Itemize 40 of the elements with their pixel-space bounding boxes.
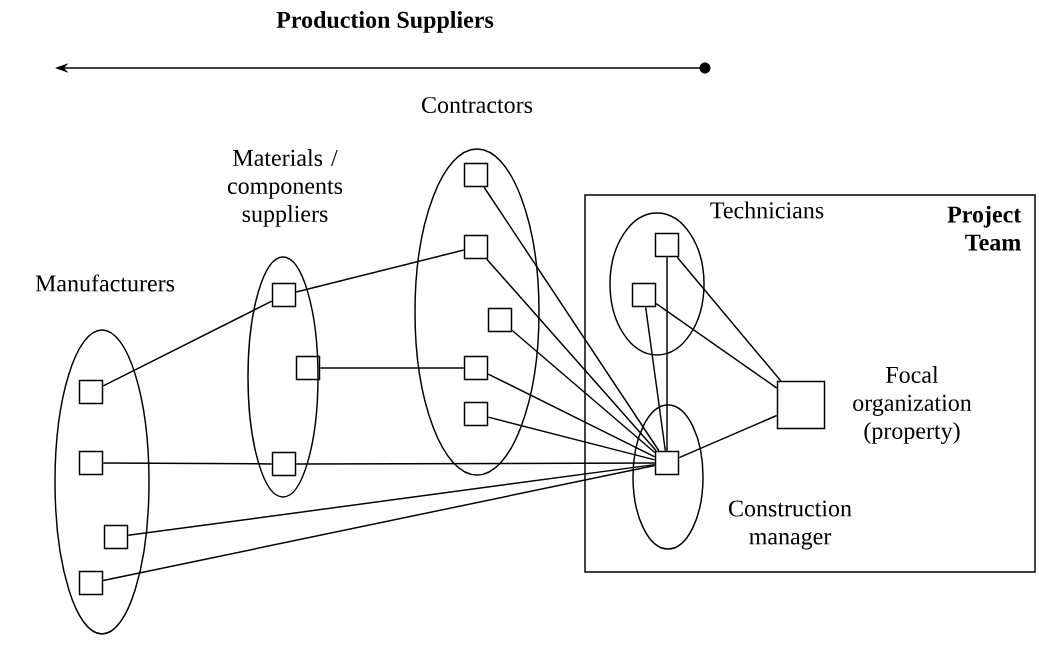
small-square bbox=[271, 282, 297, 308]
connector-line bbox=[487, 373, 656, 458]
small-square bbox=[654, 232, 680, 258]
connector-line bbox=[666, 256, 668, 452]
connector-line bbox=[102, 462, 273, 465]
small-square bbox=[463, 234, 489, 260]
small-square bbox=[78, 570, 104, 596]
small-square bbox=[78, 379, 104, 405]
small-square bbox=[271, 451, 297, 477]
connector-line bbox=[319, 367, 465, 369]
small-square bbox=[654, 450, 680, 476]
connector-line bbox=[655, 302, 778, 389]
small-square bbox=[631, 282, 657, 308]
node-label: Focal organization (property) bbox=[853, 366, 972, 444]
connector-line bbox=[295, 462, 656, 465]
small-square bbox=[463, 355, 489, 381]
node-label: Construction manager bbox=[728, 500, 852, 550]
connector-line bbox=[511, 329, 656, 454]
small-square bbox=[78, 450, 104, 476]
node-label: Contractors bbox=[422, 96, 533, 114]
node-label: Technicians bbox=[710, 201, 824, 219]
small-square bbox=[103, 524, 129, 550]
small-square bbox=[487, 307, 513, 333]
node-label: Manufacturers bbox=[35, 274, 175, 292]
small-square bbox=[463, 162, 489, 188]
small-square bbox=[463, 401, 489, 427]
small-square bbox=[295, 355, 321, 381]
connector-line bbox=[676, 256, 782, 382]
node-label: Materials / components suppliers bbox=[227, 149, 343, 227]
connector-line bbox=[678, 414, 778, 459]
connector-line bbox=[102, 464, 656, 582]
connector-line bbox=[295, 249, 465, 293]
connector-line bbox=[483, 186, 660, 452]
connector-line bbox=[644, 306, 667, 452]
focal-square: Focal organization (property) bbox=[776, 366, 972, 444]
connector-line bbox=[127, 463, 656, 537]
title: Production Suppliers bbox=[276, 11, 494, 33]
connector-line bbox=[486, 258, 657, 452]
connector-line bbox=[487, 416, 656, 461]
connector-line bbox=[102, 300, 273, 387]
